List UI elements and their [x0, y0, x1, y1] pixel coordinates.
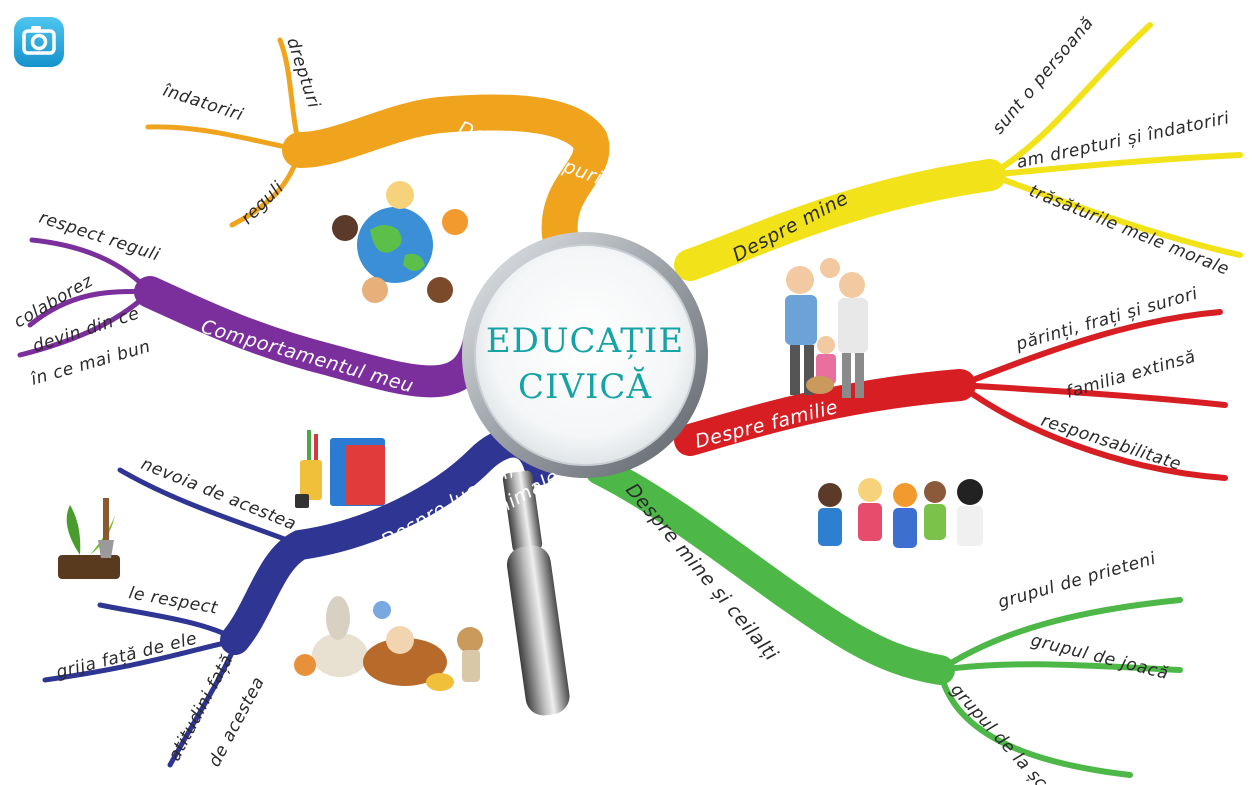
leaf-reguli: reguli [237, 178, 288, 229]
branch-behaviour [17, 237, 496, 398]
plant-picture [58, 498, 120, 579]
center-title-line2: CIVICĂ [518, 366, 652, 407]
kids-globe-picture [332, 181, 468, 303]
magnifier: EDUCAȚIE CIVICĂ [462, 232, 708, 716]
branch-family [674, 309, 1228, 481]
branch-label-behaviour: Comportamentul meu [199, 316, 417, 398]
leaf-responsabilitate: responsabilitate [1038, 411, 1183, 475]
leaf-trasaturi: trăsăturile mele morale [1026, 181, 1232, 280]
camera-icon[interactable] [14, 17, 64, 67]
leaf-joaca: grupul de joacă [1029, 630, 1171, 684]
branch-groups [145, 37, 610, 253]
center-title-line1: EDUCAȚIE [486, 321, 684, 361]
leaf-scoala: grupul de la școală [946, 680, 1077, 785]
branch-others [585, 455, 1183, 778]
leaf-persoana: sunt o persoană [989, 13, 1098, 138]
farm-animals-picture [294, 596, 483, 691]
branch-me [674, 22, 1243, 281]
school-kids-picture [818, 478, 983, 548]
school-supplies-picture [295, 430, 385, 508]
family-picture [785, 258, 868, 398]
leaf-indatoriri: îndatoriri [160, 81, 245, 126]
magnifier-handle [502, 470, 570, 716]
